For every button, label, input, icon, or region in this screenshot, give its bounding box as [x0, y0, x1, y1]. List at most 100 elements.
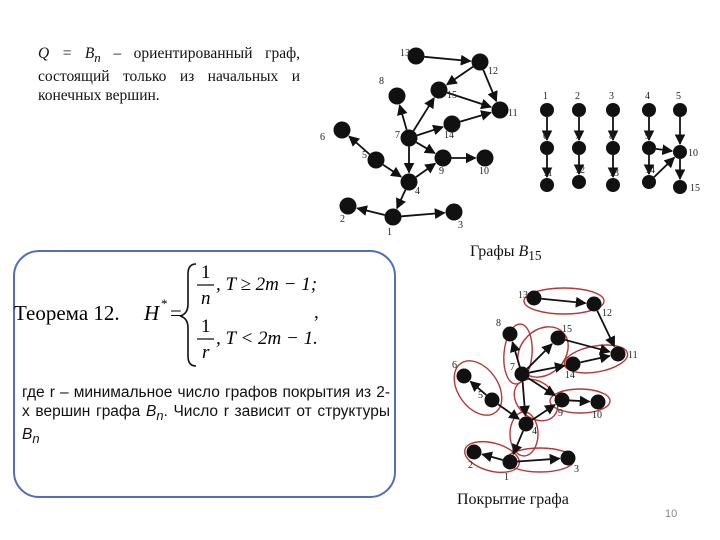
g1-node-label-14: 14: [444, 130, 454, 141]
g1-node-label-13: 13: [400, 48, 410, 59]
cover-caption: Покрытие графа: [457, 491, 569, 508]
g3-node-label-11: 11: [628, 350, 638, 361]
g3-node-label-13: 13: [518, 290, 528, 301]
g2-node-label-13: 13: [609, 168, 619, 179]
g3-edge-15-11: [565, 339, 611, 355]
g1-node-label-6: 6: [320, 132, 325, 143]
g1-edge-7-9: [415, 141, 436, 154]
g1-edge-13-12: [424, 54, 472, 66]
g2-node-11: [540, 178, 554, 192]
g2-node-label-3: 3: [609, 91, 614, 102]
explanation-graph-sub-2: n: [32, 431, 40, 447]
g2-node-label-5: 5: [676, 91, 681, 102]
g3-node-9: [554, 392, 570, 408]
g1-node-5: [367, 151, 385, 169]
g2-node-5: [673, 103, 687, 117]
intro-formula-sub: n: [94, 50, 101, 66]
case1-condition: , T ≥ 2m − 1;: [216, 274, 317, 295]
g1-node-10: [476, 149, 494, 167]
g3-edge-7-4: [519, 381, 530, 417]
graphs-caption: Графы B15: [470, 243, 542, 264]
cover-ellipse: [464, 440, 520, 474]
g2-node-label-2: 2: [575, 91, 580, 102]
g1-node-14: [443, 115, 461, 133]
g3-node-14: [565, 356, 581, 372]
g1-node-label-4: 4: [415, 186, 420, 197]
g3-edge-5-6: [469, 380, 487, 396]
g3-node-label-3: 3: [574, 464, 579, 475]
case2-denominator: r: [202, 342, 210, 363]
explanation-graph-symbol-2: B: [22, 426, 33, 444]
g2-node-7: [572, 141, 586, 155]
g1-edge-15-11: [446, 91, 492, 110]
g1-node-label-2: 2: [340, 214, 345, 225]
g1-edge-7-15: [412, 97, 435, 132]
theorem-box: [13, 250, 396, 498]
g3-edge-7-14: [529, 362, 566, 374]
g3-edge-4-1: [512, 430, 524, 456]
g1-edge-4-1: [396, 189, 407, 210]
g2-edge-9-10: [655, 144, 674, 156]
g1-edge-12-15: [445, 66, 474, 86]
g2-node-label-10: 10: [688, 148, 698, 159]
g2-node-2: [572, 103, 586, 117]
cases-brace: [179, 263, 197, 367]
theorem-explanation: где r – минимальное число графов покрыти…: [22, 383, 390, 448]
g3-node-5: [484, 392, 500, 408]
g3-edge-12-11: [596, 310, 616, 348]
g2-node-label-14: 14: [645, 165, 655, 176]
g3-node-8: [502, 326, 518, 342]
graphs-caption-symbol: B: [518, 243, 529, 260]
g3-node-label-4: 4: [532, 426, 537, 437]
g1-edge-5-4: [382, 163, 402, 178]
g2-node-1: [540, 103, 554, 117]
explanation-graph-sub: n: [156, 408, 164, 424]
page-number: 10: [665, 508, 678, 520]
g3-node-label-14: 14: [565, 370, 575, 381]
g1-node-label-7: 7: [395, 130, 400, 141]
g2-node-6: [540, 141, 554, 155]
theorem-label: Теорема 12.: [14, 301, 120, 325]
g1-node-label-9: 9: [439, 166, 444, 177]
graphs-caption-sub: 15: [528, 248, 542, 264]
g3-node-label-15: 15: [562, 324, 572, 335]
g3-node-15: [550, 330, 566, 346]
g2-node-9: [642, 141, 656, 155]
g2-node-12: [572, 175, 586, 189]
g3-node-11: [610, 346, 626, 362]
cover-ellipse: [523, 287, 605, 315]
graphs-caption-label: Графы: [470, 243, 519, 260]
g3-edge-13-12: [541, 296, 587, 308]
g3-node-7: [514, 366, 530, 382]
g2-node-label-8: 8: [609, 131, 614, 142]
g1-node-label-5: 5: [362, 150, 367, 161]
g1-node-15: [430, 81, 448, 99]
explanation-graph-symbol: B: [145, 403, 157, 420]
theorem-equals: =: [170, 301, 182, 325]
g3-edge-7-9: [527, 377, 556, 397]
g1-node-12: [471, 53, 489, 71]
g2-node-label-12: 12: [575, 165, 585, 176]
case1-numerator: 1: [201, 262, 211, 283]
g1-edge-7-14: [416, 124, 444, 137]
g1-node-9: [434, 149, 452, 167]
g3-node-label-7: 7: [510, 362, 515, 373]
g2-node-10: [673, 145, 687, 159]
g1-node-label-10: 10: [479, 166, 489, 177]
g3-node-label-6: 6: [452, 360, 457, 371]
g1-node-label-15: 15: [447, 90, 457, 101]
g1-edge-1-2: [356, 205, 385, 216]
g1-node-6: [333, 121, 351, 139]
g3-node-label-5: 5: [478, 390, 483, 401]
g1-node-11: [491, 101, 509, 119]
g3-node-label-8: 8: [496, 318, 501, 329]
cover-ellipse: [503, 323, 533, 385]
theorem-formula: Теорема 12. H * = 1 n , T ≥ 2m − 1; 1 r …: [14, 262, 319, 367]
g3-node-4: [518, 416, 534, 432]
g2-node-13: [606, 178, 620, 192]
g3-node-label-1: 1: [504, 472, 509, 483]
g1-node-13: [407, 47, 425, 65]
